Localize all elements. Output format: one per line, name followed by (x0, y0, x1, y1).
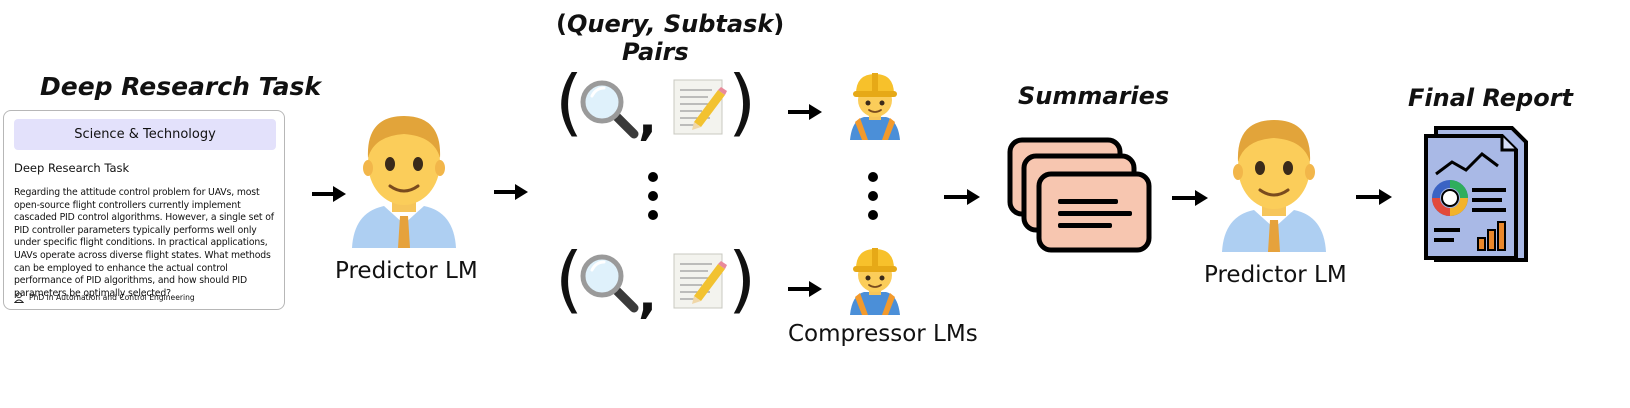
magnifying-glass-icon (578, 78, 640, 140)
arrow-summaries-to-predictor (1172, 190, 1208, 206)
construction-worker-icon (849, 247, 901, 315)
memo-icon (673, 79, 728, 135)
compressor-lms-label: Compressor LMs (788, 321, 978, 347)
pair1-close-paren: ) (728, 60, 757, 144)
pairs-close-paren: ) (773, 10, 785, 38)
deep-research-task-title: Deep Research Task (40, 72, 322, 101)
arrow-compressors-to-summaries (944, 189, 980, 205)
magnifying-glass-icon (578, 252, 640, 314)
report-document-icon (1424, 126, 1528, 262)
pairs-title-line2: Pairs (622, 38, 689, 66)
construction-worker-icon (849, 72, 901, 140)
summaries-title: Summaries (1018, 82, 1170, 110)
predictor-lm-right-label: Predictor LM (1204, 262, 1347, 288)
pairs-title-line1: (Query, Subtask) (556, 10, 784, 38)
pair2-open-paren: ( (555, 237, 584, 321)
task-card-body: Regarding the attitude control problem f… (14, 187, 274, 299)
arrow-pair2-to-compressor (788, 281, 822, 297)
pair2-comma: , (638, 266, 657, 324)
task-card-category: Science & Technology (14, 119, 276, 150)
stacked-cards-icon (1007, 137, 1152, 253)
man-icon (1220, 118, 1328, 252)
arrow-task-to-predictor (312, 186, 346, 202)
task-card-author: PhD in Automation and Control Engineerin… (29, 293, 195, 302)
final-report-title: Final Report (1408, 84, 1574, 112)
predictor-lm-left-label: Predictor LM (335, 258, 478, 284)
memo-icon (673, 253, 728, 309)
arrow-pair1-to-compressor (788, 104, 822, 120)
pair1-open-paren: ( (555, 60, 584, 144)
pairs-open-paren: ( (556, 10, 567, 38)
person-icon (14, 292, 24, 303)
man-icon (350, 114, 458, 248)
compressors-ellipsis (866, 172, 880, 229)
pairs-ellipsis (646, 172, 660, 229)
arrow-predictor-to-pairs (494, 184, 528, 200)
task-card: Science & Technology Deep Research Task … (3, 110, 285, 310)
pairs-title-query-subtask: Query, Subtask (566, 10, 774, 38)
pair2-close-paren: ) (728, 237, 757, 321)
pair1-comma: , (638, 88, 657, 146)
arrow-predictor-to-report (1356, 189, 1392, 205)
task-card-heading: Deep Research Task (14, 161, 130, 175)
task-card-author-row: PhD in Automation and Control Engineerin… (14, 292, 195, 303)
